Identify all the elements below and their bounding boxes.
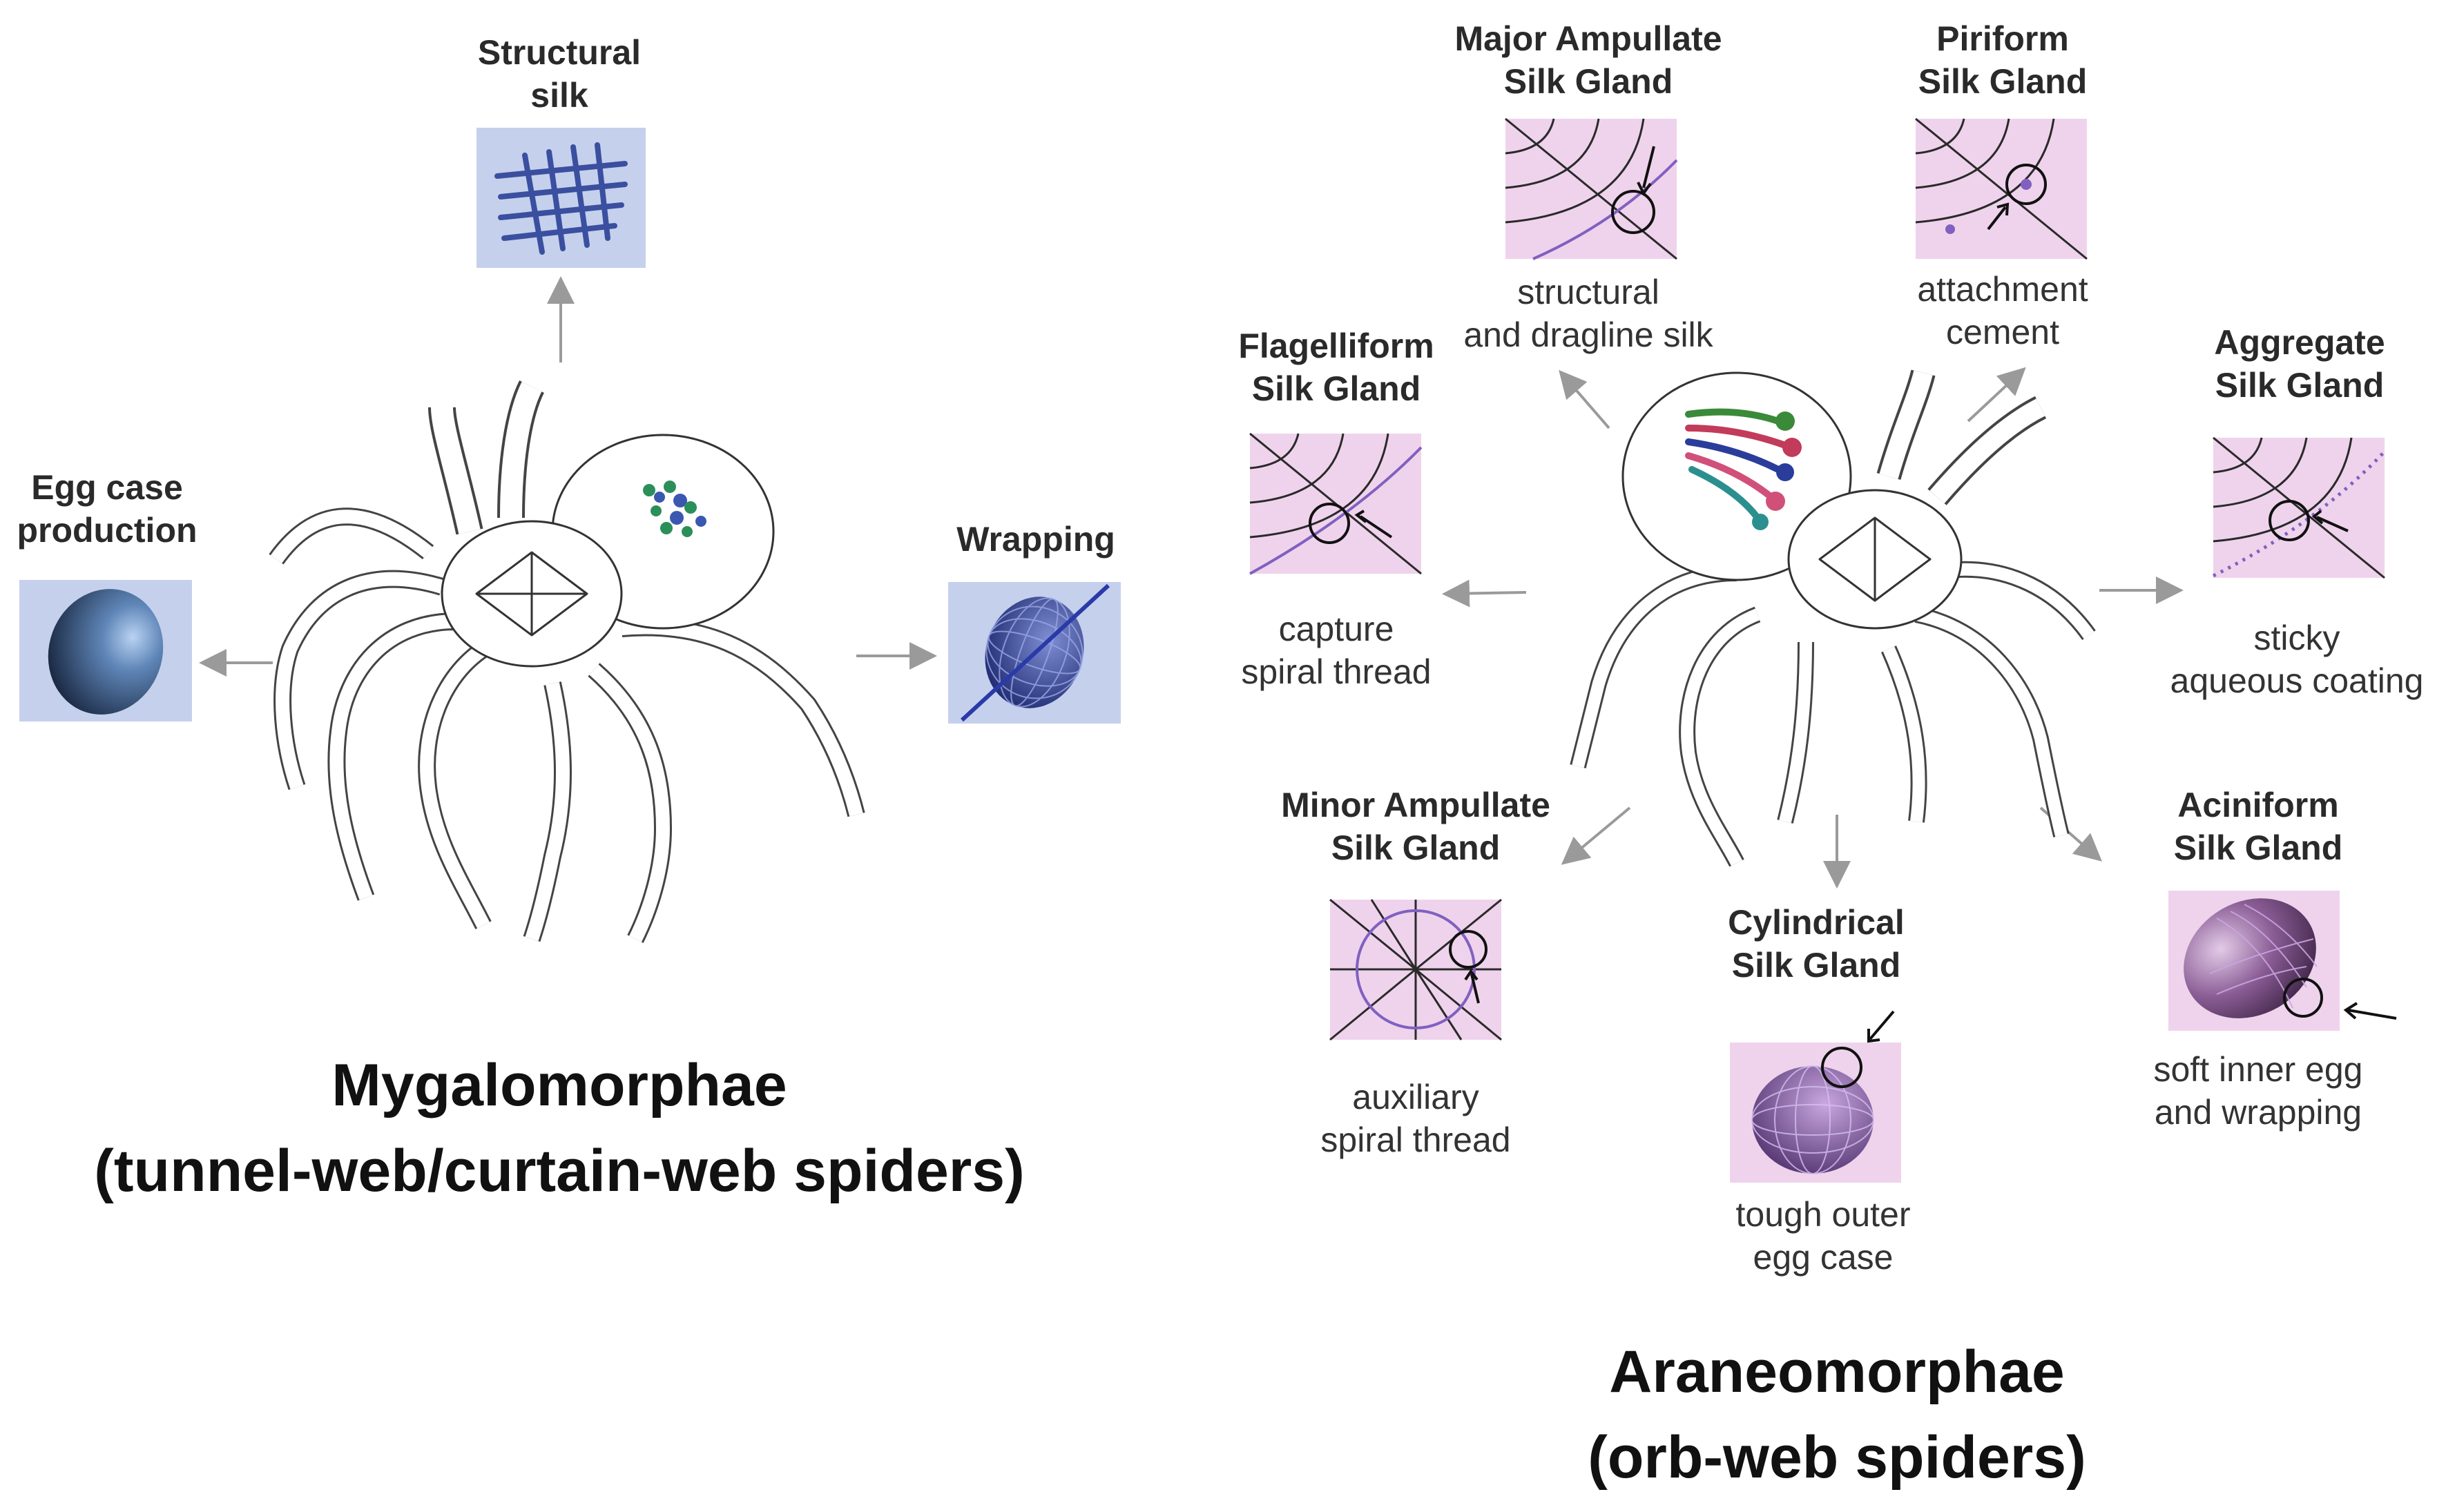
wrapped-egg-icon: [2184, 898, 2323, 1018]
aciniform-label: Aciniform Silk Gland: [2173, 786, 2343, 867]
structural-silk-label: Structural silk: [477, 33, 642, 115]
mygalomorphae-title: Mygalomorphae (tunnel-web/curtain-web sp…: [94, 1052, 1025, 1204]
flagelliform-function: capture spiral thread: [1241, 610, 1432, 691]
cylindrical-panel: [1730, 1043, 1901, 1183]
arrow-to-flagelliform: [1442, 579, 1527, 608]
sticky-web-icon: [2212, 436, 2386, 579]
wrapping-label: Wrapping: [956, 520, 1115, 559]
wrapping-panel: [948, 582, 1121, 724]
minor-ampullate-label: Minor Ampullate Silk Gland: [1281, 786, 1550, 867]
aciniform-panel: [2168, 891, 2340, 1031]
silk-gland-sacs: [1752, 411, 1802, 530]
piriform-function: attachment cement: [1917, 270, 2088, 351]
structural-silk-panel: [476, 128, 646, 268]
aciniform-pointer-arrow: [2343, 1002, 2397, 1020]
egg-case-production-label: Egg case production: [17, 468, 198, 550]
major-ampullate-label: Major Ampullate Silk Gland: [1454, 19, 1722, 101]
web-corner-icon: [1505, 117, 1678, 260]
wrapped-sphere-icon: [960, 583, 1110, 722]
piriform-panel: [1915, 117, 2088, 260]
aciniform-function: soft inner egg and wrapping: [2153, 1050, 2363, 1132]
major-ampullate-function: structural and dragline silk: [1463, 273, 1713, 354]
araneomorphae-title: Araneomorphae (orb-web spiders): [1588, 1339, 2086, 1491]
major-ampullate-panel: [1505, 117, 1678, 260]
aggregate-label: Aggregate Silk Gland: [2214, 323, 2385, 405]
silk-gland-bundle: [1685, 408, 1789, 521]
minor-ampullate-panel: [1329, 898, 1502, 1041]
radial-web-icon: [1329, 898, 1502, 1041]
grid-mesh-icon: [494, 142, 628, 255]
piriform-label: Piriform Silk Gland: [1918, 19, 2088, 101]
flagelliform-panel: [1249, 432, 1423, 575]
aggregate-function: sticky aqueous coating: [2170, 619, 2424, 700]
spinneret-gland-dots: [643, 481, 706, 537]
cylindrical-function: tough outer egg case: [1735, 1195, 1911, 1277]
web-attachment-icon: [1915, 117, 2088, 260]
mygalomorph-spider-illustration: [269, 380, 865, 943]
araneomorph-spider-illustration: [1570, 369, 2096, 867]
capture-spiral-icon: [1249, 432, 1423, 575]
egg-case-panel: [19, 580, 192, 721]
cylindrical-pointer-arrow: [1867, 1010, 1895, 1043]
cylindrical-label: Cylindrical Silk Gland: [1728, 903, 1905, 985]
egg-case-icon: [1751, 1047, 1874, 1174]
flagelliform-label: Flagelliform Silk Gland: [1238, 327, 1434, 408]
minor-ampullate-function: auxiliary spiral thread: [1320, 1078, 1511, 1159]
egg-sphere-icon: [48, 589, 164, 715]
aggregate-panel: [2212, 436, 2386, 579]
